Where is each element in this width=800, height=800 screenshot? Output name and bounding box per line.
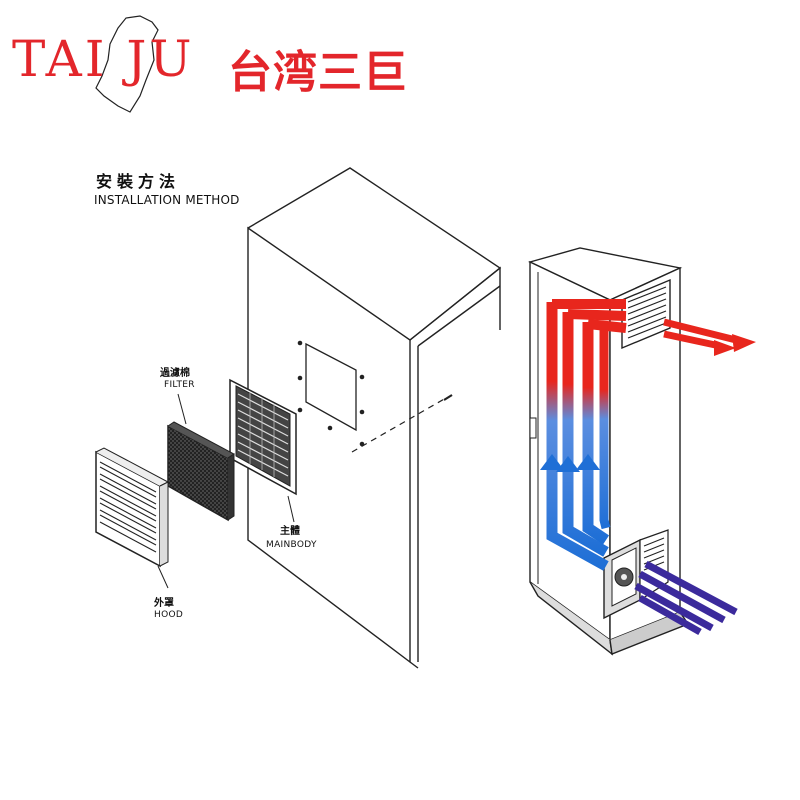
brand-latin-logo: TAI JU: [12, 30, 195, 88]
filter-label-chinese: 過濾棉: [160, 368, 190, 379]
airflow-intake-arrows: [634, 560, 738, 636]
mounting-cutout: [297, 340, 365, 447]
hood-louver: [95, 447, 170, 568]
taiwan-map-icon: [95, 15, 159, 113]
brand-chinese-logo: 台湾三巨: [228, 47, 408, 98]
hood-label-english: HOOD: [154, 610, 184, 620]
mainbody-label-english: MAINBODY: [266, 540, 317, 550]
airflow-exhaust-arrows: [663, 318, 756, 356]
hood-label-chinese: 外罩: [154, 598, 174, 609]
label-leader-lines: [157, 393, 295, 589]
filter-pad: [167, 421, 235, 522]
mainbody-label-chinese: 主體: [280, 526, 300, 537]
installation-title-chinese: 安裝方法: [96, 172, 181, 191]
mainbody-grille: [229, 378, 297, 496]
filter-label-english: FILTER: [164, 380, 195, 390]
airflow-rising-arrows: [540, 302, 611, 571]
installation-title-english: INSTALLATION METHOD: [94, 193, 240, 207]
screw-dashed-line: [351, 394, 453, 453]
airflow-hot-top: [552, 299, 627, 333]
